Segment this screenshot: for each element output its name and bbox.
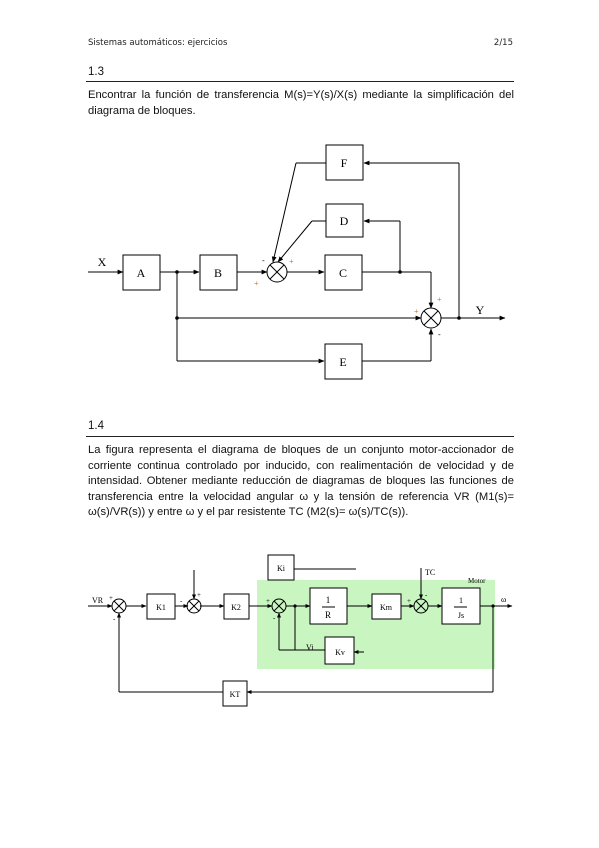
block-f-label: F (341, 156, 348, 170)
block-b-label: B (214, 266, 222, 280)
block-e (324, 343, 363, 380)
section-divider (86, 81, 514, 82)
input-x-label: X (98, 255, 107, 269)
exercise-1-3-text: Encontrar la función de transferencia M(… (88, 88, 514, 119)
block-a-label: A (137, 266, 146, 280)
block-f (325, 144, 364, 181)
exercise-1-4-text: La figura representa el diagrama de bloq… (88, 443, 514, 521)
sign-s2-bottom: - (438, 330, 441, 339)
output-y-label: Y (476, 303, 485, 317)
block-d (325, 203, 364, 238)
block-e-label: E (339, 355, 346, 369)
exercise-1-3-number: 1.3 (88, 66, 104, 78)
sign-s1-bottom: + (254, 279, 259, 288)
block-d-label: D (340, 214, 349, 228)
sign-s2-left: + (414, 307, 419, 316)
sign-s1-left: - (262, 256, 265, 265)
block-c (324, 254, 363, 291)
summing-junction-2 (420, 307, 442, 329)
sign-s2-top: + (437, 295, 442, 304)
sign-s1-right: + (289, 257, 294, 266)
exercise-1-3-paragraph: Encontrar la función de transferencia M(… (88, 89, 514, 117)
block-a (122, 254, 161, 291)
exercise-1-4-number: 1.4 (88, 420, 104, 432)
header-title: Sistemas automáticos: ejercicios (88, 38, 228, 48)
page-number: 2/15 (493, 38, 513, 48)
section-divider-2 (86, 436, 514, 437)
block-c-label: C (339, 266, 347, 280)
summing-junction-1 (266, 261, 288, 283)
block-b (199, 254, 238, 291)
exercise-1-4-paragraph: La figura representa el diagrama de bloq… (88, 444, 514, 518)
